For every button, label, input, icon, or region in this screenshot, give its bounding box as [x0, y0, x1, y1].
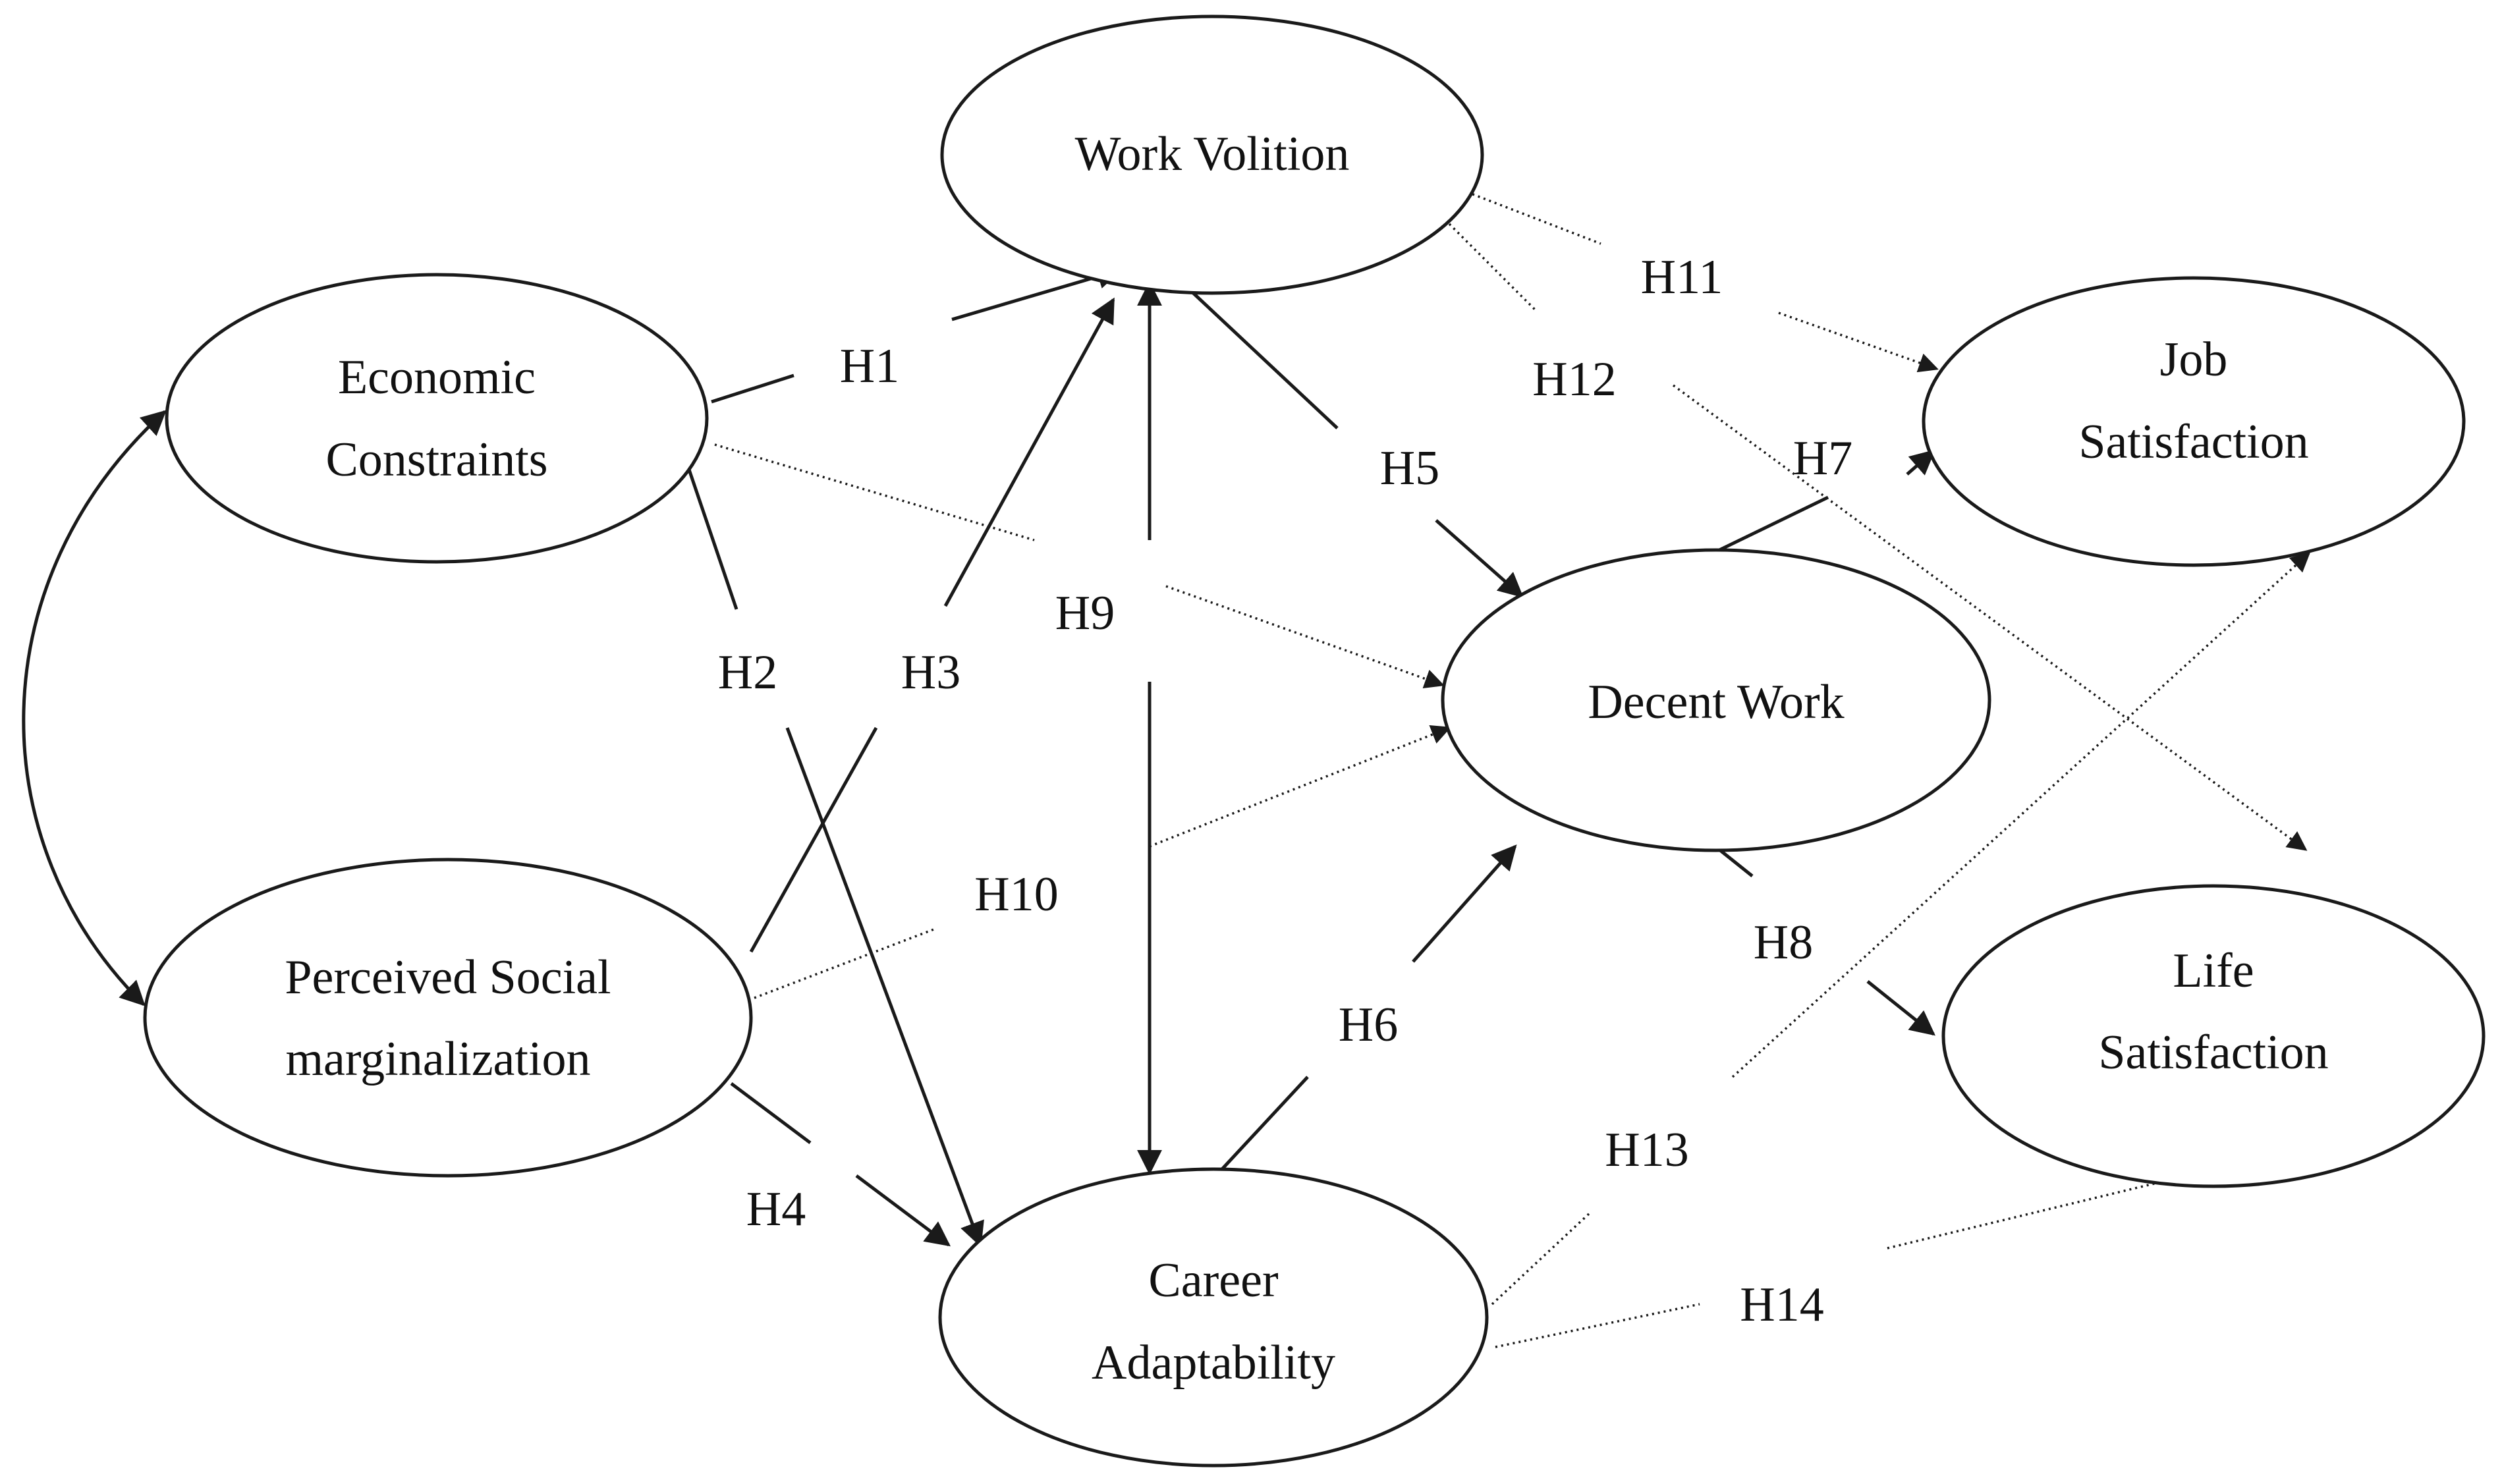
path-h8-b: [1866, 980, 1935, 1036]
label-h7: H7: [1793, 431, 1852, 485]
path-h11-a: [1455, 186, 1601, 245]
node-decent-work: Decent Work: [1441, 548, 1991, 852]
path-h9-b: [1165, 585, 1445, 689]
path-h13-a: [1491, 1211, 1592, 1305]
label-h1: H1: [840, 339, 899, 393]
label-h2: H2: [718, 646, 777, 700]
path-h8-a: [1718, 848, 1754, 877]
label-h3: H3: [901, 646, 960, 700]
path-h3-b: [943, 297, 1115, 607]
node-psm-line2: marginalization: [285, 1032, 590, 1086]
node-job-satisfaction-line1: Job: [2160, 333, 2228, 387]
path-h7-b: [1906, 449, 1935, 476]
path-h14-b: [1887, 1167, 2202, 1250]
node-job-satisfaction: Job Satisfaction: [1922, 276, 2466, 567]
path-h3-a: [749, 727, 878, 953]
correlation-arrow-ec-psm: [22, 410, 167, 1006]
path-h9-a: [714, 443, 1035, 541]
path-h4-b: [855, 1174, 951, 1247]
node-career-adaptability-line1: Career: [1148, 1253, 1278, 1307]
path-h4-a: [730, 1082, 812, 1144]
label-h11: H11: [1641, 250, 1723, 304]
node-economic-constraints: Economic Constraints: [165, 273, 709, 564]
path-h2-b: [785, 727, 984, 1248]
label-h13: H13: [1605, 1123, 1688, 1177]
path-h11-b: [1778, 312, 1939, 373]
node-job-satisfaction-line2: Satisfaction: [2078, 415, 2308, 469]
label-h12: H12: [1532, 352, 1616, 406]
node-economic-constraints-line1: Economic: [338, 350, 536, 404]
path-h6-b: [1412, 844, 1517, 963]
node-psm-line1: Perceived Social: [285, 950, 611, 1004]
label-h6: H6: [1339, 998, 1398, 1052]
path-h12-a: [1448, 223, 1536, 311]
node-work-volition-label: Work Volition: [1075, 127, 1350, 181]
label-h10: H10: [974, 867, 1058, 921]
path-h7-a: [1718, 495, 1829, 552]
path-h6-a: [1221, 1076, 1309, 1170]
path-h12-b: [1672, 384, 2308, 851]
node-life-satisfaction: Life Satisfaction: [1941, 884, 2486, 1188]
label-h4: H4: [746, 1182, 806, 1236]
node-work-volition: Work Volition: [940, 14, 1484, 295]
node-life-satisfaction-line2: Satisfaction: [2098, 1026, 2328, 1080]
label-h14: H14: [1740, 1278, 1823, 1332]
path-h10-b: [1149, 725, 1451, 848]
path-h5-b: [1435, 519, 1524, 598]
path-h2-a: [686, 467, 738, 610]
node-decent-work-label: Decent Work: [1588, 675, 1844, 729]
node-economic-constraints-line2: Constraints: [325, 433, 547, 487]
node-career-adaptability: Career Adaptability: [938, 1167, 1489, 1468]
label-h9: H9: [1055, 586, 1115, 640]
path-h1-a: [711, 373, 794, 404]
label-h8: H8: [1754, 916, 1813, 970]
path-h5-a: [1178, 279, 1339, 429]
node-life-satisfaction-line1: Life: [2173, 944, 2254, 998]
node-perceived-social-marginalization: Perceived Social marginalization: [143, 858, 753, 1178]
node-career-adaptability-line2: Adaptability: [1092, 1336, 1335, 1390]
label-h5: H5: [1380, 441, 1439, 495]
path-h10-a: [754, 927, 936, 999]
path-h14-a: [1495, 1303, 1700, 1348]
